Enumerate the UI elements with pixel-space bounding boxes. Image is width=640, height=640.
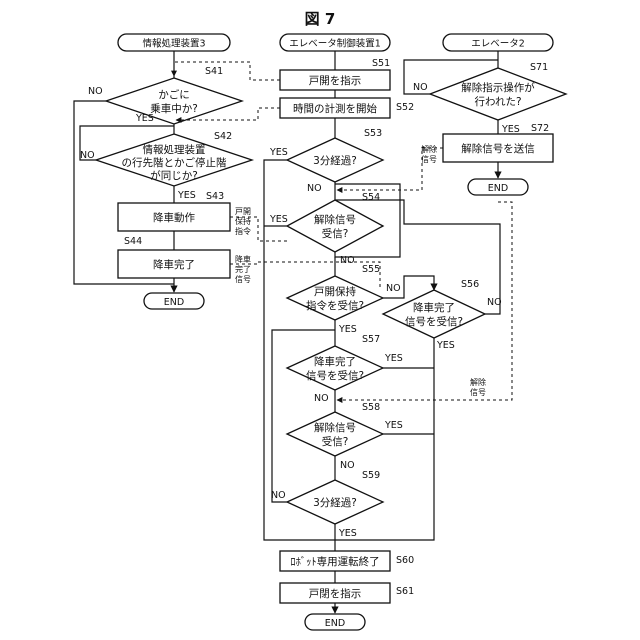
s41-yes: YES bbox=[135, 113, 154, 124]
step-s71: 解除指示操作が 行われた? S71 bbox=[430, 62, 566, 120]
s59-id: S59 bbox=[362, 470, 380, 481]
release-b-l1: 解除 bbox=[470, 377, 486, 387]
s55-id: S55 bbox=[362, 264, 380, 275]
label-release-b: 解除 信号 bbox=[470, 377, 486, 397]
s71-no: NO bbox=[413, 82, 428, 93]
signal-getoff-done bbox=[230, 262, 380, 288]
s53-text: 3分経過? bbox=[313, 154, 357, 167]
release-a-l2: 信号 bbox=[421, 154, 437, 164]
label-getoff-done: 降車 完了 信号 bbox=[235, 254, 251, 284]
s60-text: ﾛﾎﾞｯﾄ専用運転終了 bbox=[290, 555, 379, 568]
door-hold-l1: 戸開 bbox=[235, 207, 251, 216]
s58-line2: 受信? bbox=[322, 436, 349, 448]
right-end-label: END bbox=[488, 183, 508, 194]
s56-yes: YES bbox=[436, 340, 455, 351]
s52-id: S52 bbox=[396, 102, 414, 113]
s55-no: NO bbox=[386, 283, 401, 294]
left-end-label: END bbox=[164, 297, 184, 308]
s71-id: S71 bbox=[530, 62, 548, 73]
s61-id: S61 bbox=[396, 586, 414, 597]
s44-text: 降車完了 bbox=[153, 258, 195, 271]
getoff-l3: 信号 bbox=[235, 274, 251, 284]
s52-text: 時間の計測を開始 bbox=[293, 102, 377, 115]
label-release-a: 解除 信号 bbox=[421, 144, 437, 164]
s57-id: S57 bbox=[362, 334, 380, 345]
signal-door-open bbox=[174, 62, 280, 80]
s42-no: NO bbox=[80, 150, 95, 161]
s53-yes: YES bbox=[269, 147, 288, 158]
s44-id: S44 bbox=[124, 236, 142, 247]
s42-line3: が同じか? bbox=[150, 169, 198, 182]
s71-line1: 解除指示操作が bbox=[461, 81, 535, 94]
s57-yes: YES bbox=[384, 353, 403, 364]
right-end: END bbox=[468, 179, 528, 195]
s72-text: 解除信号を送信 bbox=[461, 142, 535, 155]
label-door-hold: 戸開 保持 指令 bbox=[235, 207, 251, 236]
header-robot-label: エレベータ制御装置1 bbox=[289, 38, 381, 50]
s41-line2: 乗車中か? bbox=[150, 102, 198, 115]
step-s44: 降車完了 bbox=[118, 250, 230, 278]
getoff-l2: 完了 bbox=[235, 264, 251, 274]
s41-no: NO bbox=[88, 86, 103, 97]
s59-yes: YES bbox=[338, 528, 357, 539]
release-b-l2: 信号 bbox=[470, 387, 486, 397]
s57-line2: 信号を受信? bbox=[306, 370, 364, 382]
s53-id: S53 bbox=[364, 128, 382, 139]
getoff-l1: 降車 bbox=[235, 254, 251, 264]
s51-text: 戸開を指示 bbox=[309, 74, 362, 87]
s43-text: 降車動作 bbox=[153, 211, 195, 224]
center-end-label: END bbox=[325, 618, 345, 629]
s54-line2: 受信? bbox=[322, 228, 349, 240]
s41-line1: かごに bbox=[158, 88, 190, 101]
s56-line2: 信号を受信? bbox=[405, 316, 463, 328]
s51-id: S51 bbox=[372, 58, 390, 69]
header-info-label: 情報処理装置3 bbox=[142, 38, 205, 50]
header-elev2-label: エレベータ2 bbox=[471, 39, 525, 50]
door-hold-l3: 指令 bbox=[235, 226, 251, 236]
s54-yes: YES bbox=[269, 214, 288, 225]
s43-id: S43 bbox=[206, 191, 224, 202]
step-s52: 時間の計測を開始 S52 bbox=[280, 98, 414, 118]
s42-line1: 情報処理装置 bbox=[143, 143, 206, 156]
left-end: END bbox=[144, 293, 204, 309]
step-s54: 解除信号 受信? S54 bbox=[287, 192, 383, 252]
s58-no: NO bbox=[340, 460, 355, 471]
s60-id: S60 bbox=[396, 555, 414, 566]
s55-yes: YES bbox=[338, 324, 357, 335]
s57-line1: 降車完了 bbox=[314, 355, 356, 368]
s59-text: 3分経過? bbox=[313, 496, 357, 509]
step-s60: ﾛﾎﾞｯﾄ専用運転終了 S60 bbox=[280, 551, 414, 571]
s54-id: S54 bbox=[362, 192, 380, 203]
header-robot: エレベータ制御装置1 bbox=[280, 34, 390, 51]
door-hold-l2: 保持 bbox=[235, 216, 251, 226]
s71-line2: 行われた? bbox=[474, 95, 521, 108]
s58-id: S58 bbox=[362, 402, 380, 413]
s56-id: S56 bbox=[461, 279, 479, 290]
s42-yes: YES bbox=[177, 190, 196, 201]
s61-text: 戸閉を指示 bbox=[309, 587, 362, 600]
s56-line1: 降車完了 bbox=[413, 301, 455, 314]
s58-line1: 解除信号 bbox=[314, 421, 356, 434]
s41-id: S41 bbox=[205, 66, 223, 77]
s58-yes: YES bbox=[384, 420, 403, 431]
s54-line1: 解除信号 bbox=[314, 213, 356, 226]
s55-line1: 戸開保持 bbox=[314, 285, 356, 298]
header-info: 情報処理装置3 bbox=[118, 34, 230, 51]
release-a-l1: 解除 bbox=[421, 144, 437, 154]
s55-line2: 指令を受信? bbox=[306, 299, 364, 312]
s42-id: S42 bbox=[214, 131, 232, 142]
s72-id: S72 bbox=[531, 123, 549, 134]
s59-no: NO bbox=[271, 490, 286, 501]
s42-line2: の行先階とかご停止階 bbox=[122, 156, 227, 169]
center-end: END bbox=[305, 614, 365, 630]
step-s61: 戸閉を指示 S61 bbox=[280, 583, 414, 603]
s57-no: NO bbox=[314, 393, 329, 404]
step-s42: 情報処理装置 の行先階とかご停止階 が同じか? S42 bbox=[96, 131, 252, 186]
header-elev2: エレベータ2 bbox=[443, 34, 553, 51]
figure-title: 図 7 bbox=[305, 10, 336, 28]
s53-no: NO bbox=[307, 183, 322, 194]
